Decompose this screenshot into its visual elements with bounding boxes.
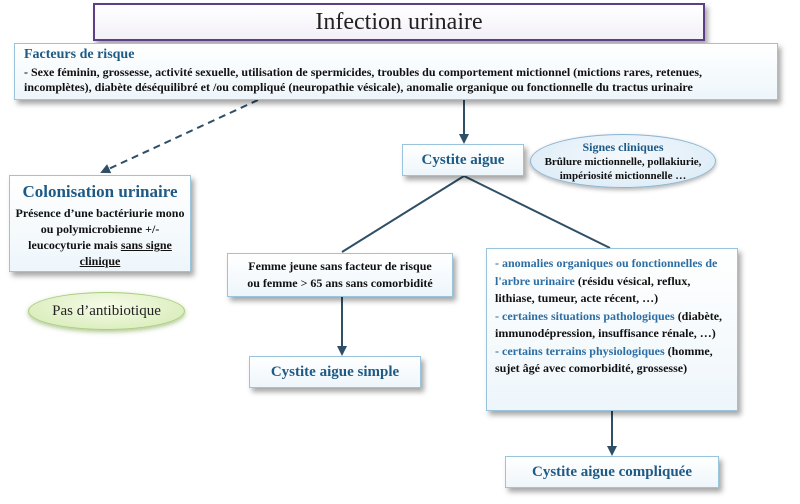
factor-2: - certaines situations pathologiques (di…	[495, 308, 729, 343]
clinical-signs-line-1: Brûlure mictionnelle, pollakiurie,	[544, 156, 702, 168]
cystite-simple-box: Cystite aigue simple	[249, 356, 421, 388]
risk-factors-title: Facteurs de risque	[24, 47, 135, 62]
no-antibiotic-ellipse: Pas d’antibiotique	[28, 292, 185, 330]
cystite-compliquee-box: Cystite aigue compliquée	[505, 456, 719, 488]
factor-3-detail: (homme, sujet âgé avec comorbidité, gros…	[495, 343, 713, 376]
femme-line-1: Femme jeune sans facteur de risque	[248, 259, 432, 273]
factor-3: - certains terrains physiologiques (homm…	[495, 343, 729, 378]
cystite-simple-label: Cystite aigue simple	[270, 363, 400, 380]
colonisation-text: Présence d’une bactériurie mono ou polym…	[14, 205, 186, 269]
clinical-signs-text: Brûlure mictionnelle, pollakiurie, impér…	[531, 155, 715, 183]
cystite-compliquee-label: Cystite aigue compliquée	[532, 463, 692, 480]
risk-factors-box: Facteurs de risque - Sexe féminin, gross…	[14, 43, 778, 100]
line-cystite-to-femme	[341, 175, 465, 253]
complicating-factors-box: - anomalies organiques ou fonctionnelles…	[486, 248, 738, 411]
clinical-signs-line-2: impériosité mictionnelle …	[559, 170, 687, 182]
clinical-signs-title: Signes cliniques	[582, 140, 664, 154]
factor-3-heading: - certains terrains physiologiques	[495, 343, 665, 358]
factor-2-detail: (diabète, immunodépression, insuffisance…	[495, 308, 723, 341]
risk-factors-text: - Sexe féminin, grossesse, activité sexu…	[24, 65, 703, 94]
cystite-aigue-label: Cystite aigue	[421, 151, 505, 168]
factor-1-detail: (résidu vésical, reflux, lithiase, tumeu…	[495, 273, 691, 306]
factor-1-heading: - anomalies organiques ou fonctionnelles…	[495, 256, 718, 288]
arrow-risk-to-colonisation	[100, 99, 259, 174]
line-cystite-to-factors	[463, 175, 611, 249]
title-box: Infection urinaire	[93, 3, 705, 41]
colonisation-underlined: sans signe clinique	[79, 238, 172, 268]
clinical-signs-ellipse: Signes cliniques Brûlure mictionnelle, p…	[530, 134, 716, 188]
colonisation-description: Présence d’une bactériurie mono ou polym…	[15, 206, 185, 252]
femme-line-2: ou femme > 65 ans sans comorbidité	[247, 276, 433, 290]
colonisation-box: Colonisation urinaire Présence d’une bac…	[9, 175, 191, 272]
factor-2-heading: - certaines situations pathologiques	[495, 308, 675, 323]
cystite-aigue-box: Cystite aigue	[402, 144, 524, 176]
diagram-title: Infection urinaire	[315, 8, 483, 35]
no-antibiotic-label: Pas d’antibiotique	[52, 302, 161, 319]
colonisation-title: Colonisation urinaire	[22, 182, 178, 201]
factor-1: - anomalies organiques ou fonctionnelles…	[495, 255, 729, 308]
femme-box: Femme jeune sans facteur de risque ou fe…	[227, 253, 453, 297]
